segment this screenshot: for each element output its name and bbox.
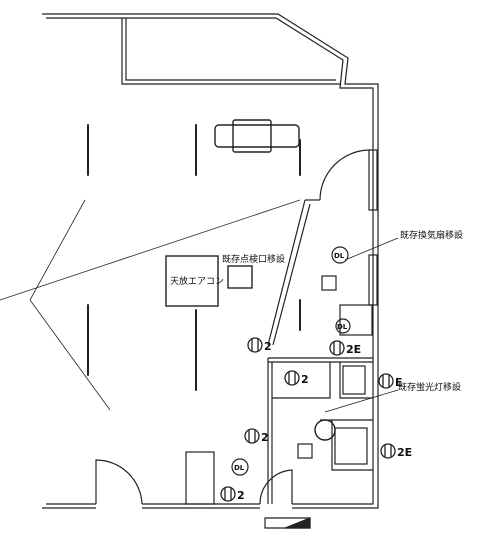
guide-line-2	[29, 199, 86, 301]
entrance-door-left	[95, 459, 143, 505]
outlet-fixture-2	[329, 340, 345, 356]
entrance-box	[185, 451, 215, 505]
hatch-label: 既存点検口移設	[222, 253, 285, 265]
fixture-tag-7: 2	[237, 489, 245, 502]
aircon-label: 天放エアコン	[170, 275, 224, 287]
hatch-box	[227, 265, 253, 289]
lighting-label: 既存蛍光灯移設	[398, 381, 461, 393]
kitchen-unit	[334, 427, 368, 465]
svg-text:DL: DL	[334, 252, 345, 260]
wc-room	[267, 357, 373, 504]
entrance-door-right	[259, 469, 293, 505]
vent-label: 既存換気扇移設	[400, 229, 463, 241]
window-1	[368, 149, 378, 211]
window-2	[368, 254, 378, 306]
partition-wall	[267, 199, 311, 346]
light-fixture-icon	[314, 419, 336, 441]
outlet-fixture-6	[380, 443, 396, 459]
downlight-lower: DL	[231, 458, 249, 476]
svg-text:DL: DL	[337, 323, 348, 331]
downlight-bath: DL	[335, 318, 351, 334]
downlight-upper: DL	[331, 246, 349, 264]
outer-wall	[42, 13, 379, 509]
fixture-tag-2: 2E	[346, 343, 361, 356]
outlet-fixture-4	[378, 373, 394, 389]
sink-box	[342, 365, 366, 395]
outlet-fixture-7	[220, 486, 236, 502]
guide-line-3	[29, 299, 111, 411]
leader-vent	[344, 237, 399, 261]
car-symbol	[214, 119, 300, 153]
leader-light	[324, 389, 399, 413]
outer-wall-inner	[46, 17, 374, 505]
fixture-tag-1: 2	[264, 340, 272, 353]
wc-inner	[272, 362, 373, 399]
vent-fan-icon	[321, 275, 337, 291]
guide-line-1	[0, 199, 301, 301]
door-arc-top	[319, 149, 371, 201]
aircon-box	[165, 255, 219, 307]
fixture-tag-4: E	[395, 376, 403, 389]
threshold-fill	[284, 517, 311, 529]
fixture-tag-5: 2	[261, 431, 269, 444]
outlet-icon	[297, 443, 313, 459]
balcony-wall	[121, 18, 340, 85]
outlet-fixture-3	[284, 370, 300, 386]
svg-text:DL: DL	[234, 464, 245, 472]
outlet-fixture-5	[244, 428, 260, 444]
outlet-fixture-1	[247, 337, 263, 353]
fixture-tag-6: 2E	[397, 446, 412, 459]
fixture-tag-3: 2	[301, 373, 309, 386]
